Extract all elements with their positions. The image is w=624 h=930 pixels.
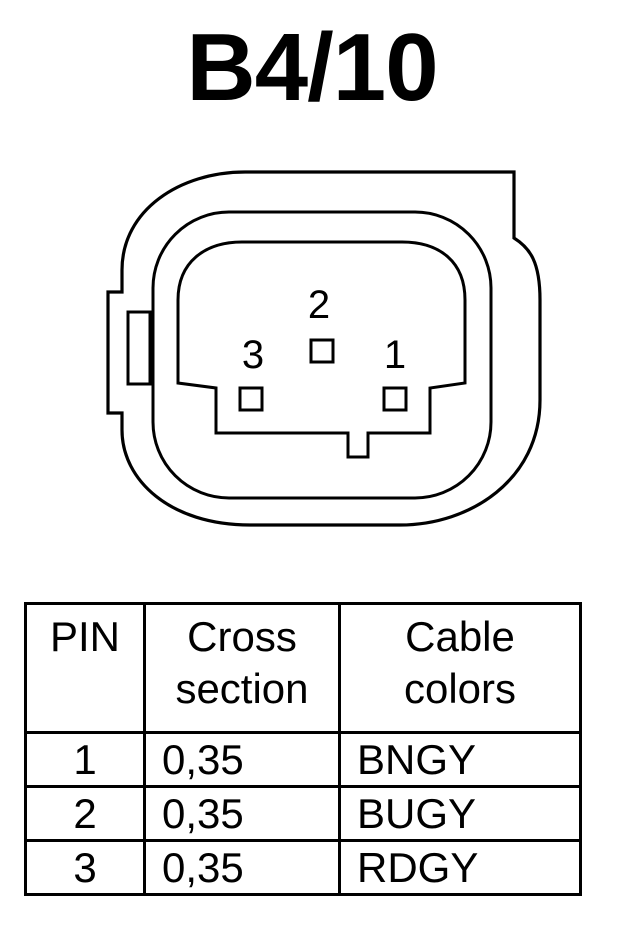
- pin-3-contact: [238, 386, 264, 412]
- cell-pin: 1: [24, 731, 146, 788]
- cell-pin: 2: [24, 785, 146, 842]
- pin-1-contact: [382, 386, 408, 412]
- pin-label-2: 2: [308, 283, 330, 327]
- header-pin: PIN: [24, 602, 146, 734]
- connector-diagram: 2 3 1: [106, 170, 542, 527]
- cell-pin: 3: [24, 839, 146, 896]
- header-cable-colors-line2: colors: [403, 665, 517, 712]
- header-pin-label: PIN: [49, 613, 120, 660]
- cell-cross-section: 0,35: [143, 785, 341, 842]
- cell-cable-color: BUGY: [338, 785, 582, 842]
- header-cable-colors: Cable colors: [338, 602, 582, 734]
- connector-side-latch: [126, 310, 152, 386]
- cell-cross-section: 0,35: [143, 839, 341, 896]
- table-header-row: PIN Cross section Cable colors: [24, 602, 582, 734]
- header-cross-section-line2: section: [175, 665, 309, 712]
- connector-pin-cavity: [176, 240, 467, 459]
- table-row: 2 0,35 BUGY: [24, 785, 582, 842]
- connector-inner-frame: [151, 210, 493, 500]
- table-row: 1 0,35 BNGY: [24, 731, 582, 788]
- cell-cable-color: BNGY: [338, 731, 582, 788]
- connector-outer-housing: [106, 170, 542, 527]
- header-cross-section-line1: Cross: [187, 613, 297, 660]
- cell-cable-color: RDGY: [338, 839, 582, 896]
- table-row: 3 0,35 RDGY: [24, 839, 582, 896]
- cell-cross-section: 0,35: [143, 731, 341, 788]
- pin-label-1: 1: [384, 333, 406, 377]
- header-cable-colors-line1: Cable: [405, 613, 515, 660]
- connector-title: B4/10: [186, 14, 438, 121]
- header-cross-section: Cross section: [143, 602, 341, 734]
- pin-label-3: 3: [242, 333, 264, 377]
- pin-assignment-table: PIN Cross section Cable colors 1 0,35 BN…: [24, 602, 582, 896]
- pin-2-contact: [309, 338, 335, 364]
